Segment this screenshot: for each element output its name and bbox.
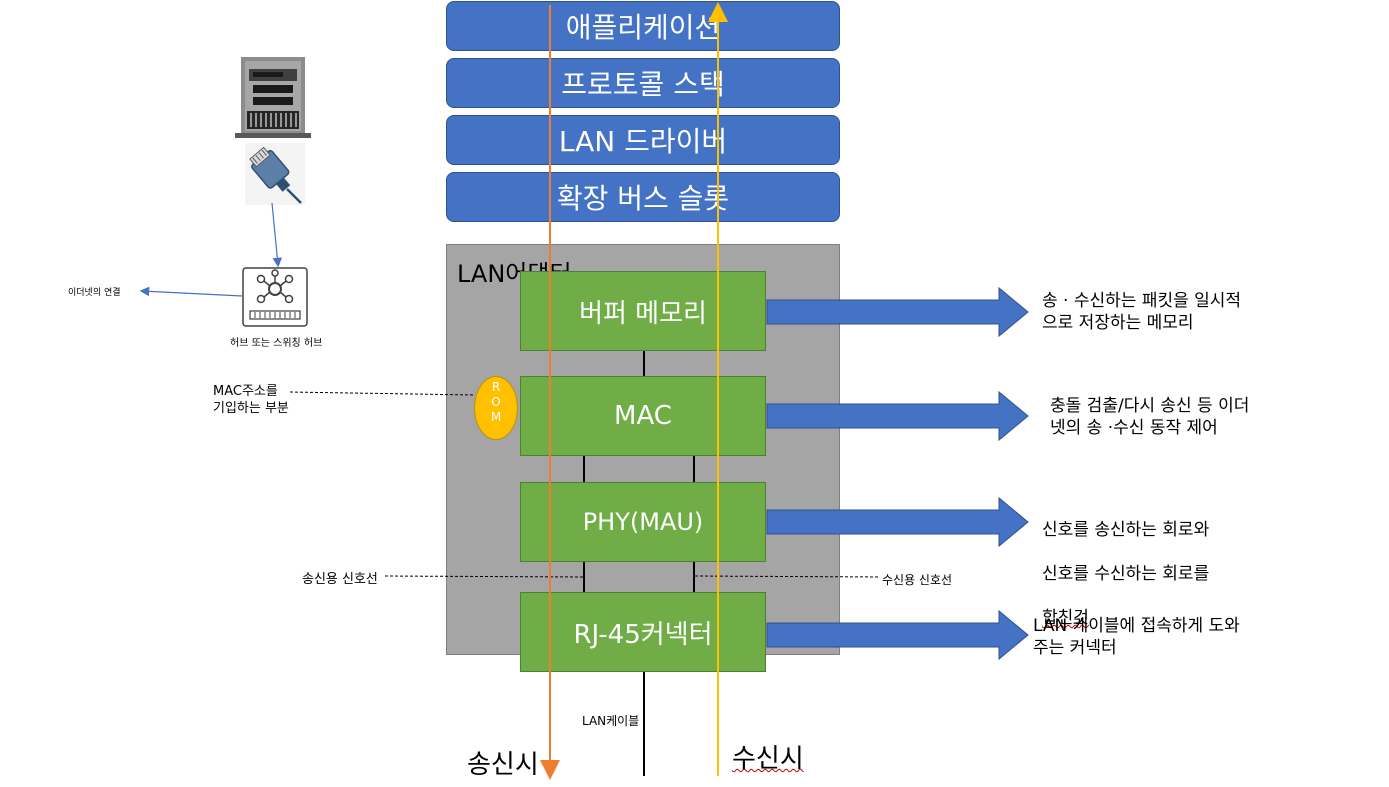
lan-cable-label: LAN케이블 [582, 714, 640, 728]
phy-description-line3: 합친것 [1042, 608, 1089, 628]
server-icon [233, 55, 313, 140]
tx-signal-label: 송신용 신호선 [302, 572, 378, 587]
mac-box: MAC [520, 376, 766, 456]
receive-label: 수신시 [732, 744, 804, 774]
rom-letter-o: O [491, 395, 501, 409]
mac-address-label-line2: 기입하는 부분 [213, 401, 289, 416]
hub-label: 허브 또는 스위칭 허브 [230, 338, 323, 349]
application-layer: 애플리케이션 [446, 1, 840, 51]
phy-arrow [766, 496, 1029, 548]
rx-signal-label: 수신용 신호선 [882, 573, 953, 587]
rj45-connector-box: RJ-45커넥터 [520, 592, 766, 672]
network-hub-icon [242, 267, 308, 327]
mac-address-label: MAC주소를 기입하는 부분 [213, 383, 289, 417]
ethernet-connection-label: 이더넷의 연결 [68, 288, 121, 298]
phy-description: 신호를 송신하는 회로와 신호를 수신하는 회로를 합친것 [1042, 497, 1209, 629]
expansion-bus-slot-layer: 확장 버스 슬롯 [446, 172, 840, 222]
rom-chip: R O M [474, 376, 518, 440]
protocol-stack-layer: 프로토콜 스택 [446, 58, 840, 108]
buffer-memory-description: 송 · 수신하는 패킷을 일시적 으로 저장하는 메모리 [1042, 291, 1242, 333]
rom-letter-r: R [491, 380, 501, 394]
mac-address-label-line1: MAC주소를 [213, 384, 278, 399]
rom-letter-m: M [490, 410, 502, 424]
rj45-arrow [766, 609, 1029, 661]
phy-box: PHY(MAU) [520, 482, 766, 562]
rj45-description: LAN 케이블에 접속하게 도와 주는 커넥터 [1033, 616, 1240, 658]
mac-description: 충돌 검출/다시 송신 등 이더 넷의 송 ·수신 동작 제어 [1050, 396, 1250, 438]
buffer-memory-arrow [766, 286, 1029, 338]
send-label: 송신시 [467, 750, 539, 780]
lan-driver-layer: LAN 드라이버 [446, 115, 840, 165]
phy-description-line1: 신호를 송신하는 회로와 [1042, 520, 1210, 540]
phy-description-line2: 신호를 수신하는 회로를 [1042, 564, 1210, 584]
ethernet-plug-icon [245, 143, 305, 205]
mac-arrow [766, 390, 1029, 442]
buffer-memory-box: 버퍼 메모리 [520, 271, 766, 351]
